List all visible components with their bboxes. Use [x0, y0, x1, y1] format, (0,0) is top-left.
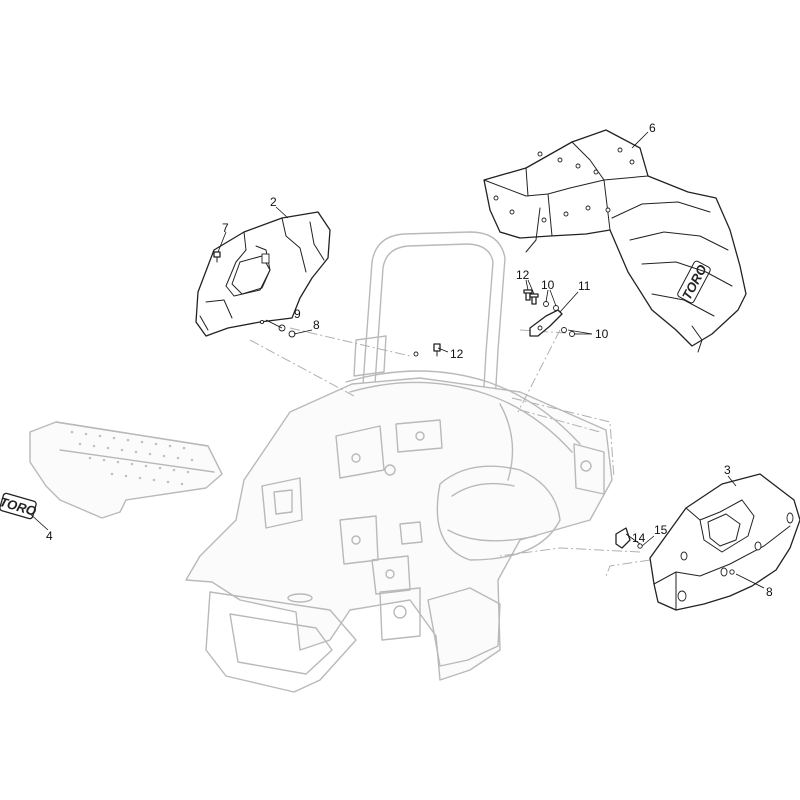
callout-10: 10 — [541, 278, 555, 292]
machine-frame-ghost — [59, 231, 651, 693]
part-7-screw — [213, 251, 221, 263]
hardware — [213, 251, 735, 575]
callout-12-center: 12 — [450, 347, 464, 361]
foot-plate-perforations — [70, 430, 194, 486]
callout-12: 12 — [516, 268, 530, 282]
callout-11: 11 — [578, 279, 591, 293]
callout-3: 3 — [724, 463, 731, 477]
part-12-bolt-c — [433, 343, 441, 357]
callout-8: 8 — [313, 318, 320, 332]
part-10-washer-c — [561, 327, 567, 333]
callout-9: 9 — [294, 307, 301, 321]
hood-logo-plate — [677, 260, 711, 304]
part-6-rear-hood: TORO — [483, 129, 747, 353]
callout-15: 15 — [654, 523, 668, 537]
callout-2: 2 — [270, 195, 277, 209]
callout-6: 6 — [649, 121, 656, 135]
part-8-nut-right — [729, 569, 735, 575]
leader-lines — [27, 131, 765, 589]
callout-14: 14 — [632, 531, 646, 545]
part-10-washer-d — [569, 331, 575, 337]
callout-10-right: 10 — [595, 327, 609, 341]
part-14-clip — [615, 527, 631, 549]
part-12-bolt-b — [529, 293, 539, 305]
part-10-washer-a — [543, 301, 549, 307]
foot-plate-ghost — [29, 421, 223, 519]
hood-fastener-dots — [493, 147, 635, 223]
part-2-left-shroud — [195, 211, 331, 337]
part-11-bracket — [529, 309, 563, 337]
rops-rollbar — [361, 231, 506, 421]
callout-labels: 2 7 9 8 6 12 10 11 10 12 3 14 15 8 4 — [46, 121, 773, 599]
rops-rollbar-inner — [373, 243, 494, 423]
callout-7: 7 — [222, 221, 229, 235]
part-3-right-shroud — [649, 473, 800, 611]
callout-4: 4 — [46, 529, 53, 543]
callout-8-right: 8 — [766, 585, 773, 599]
